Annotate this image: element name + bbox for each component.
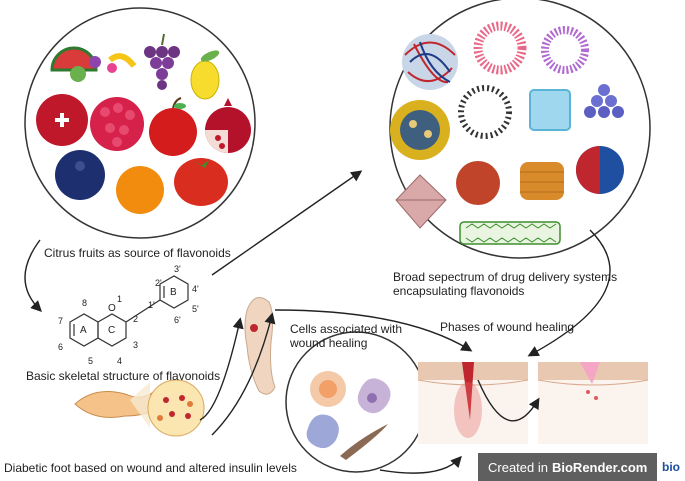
ring-label-c: C <box>108 325 116 336</box>
position-5-prime: 5' <box>192 304 199 314</box>
solid-lipid-nanoparticle-icon <box>456 161 500 205</box>
cranberry-icon <box>36 94 88 146</box>
citrus-caption: Citrus fruits as source of flavonoids <box>44 246 231 260</box>
biorender-badge[interactable]: Created in BioRender.com bio <box>478 453 685 481</box>
skin-healing-panel <box>537 362 649 444</box>
position-2: 2 <box>133 314 139 324</box>
fibroblast-icon <box>340 424 388 460</box>
flow-arrows <box>24 170 611 474</box>
position-4-prime: 4' <box>192 284 199 294</box>
position-7: 7 <box>58 316 64 326</box>
raspberry-icon <box>90 97 144 151</box>
lymphocyte-icon <box>306 414 339 449</box>
position-6-prime: 6' <box>174 315 181 325</box>
drug-delivery-circle <box>389 0 651 259</box>
ring-label-b: B <box>170 287 177 298</box>
watermelon-icon <box>50 46 137 82</box>
nanosphere-cluster-icon <box>584 84 624 118</box>
pomegranate-icon <box>205 98 251 153</box>
nanocrystal-icon <box>529 89 571 131</box>
drug-delivery-caption: Broad sepectrum of drug delivery systems… <box>393 270 618 298</box>
apple-icon <box>149 97 197 156</box>
cells-circle <box>285 331 427 473</box>
coated-nanoparticle-icon <box>576 146 624 194</box>
position-6: 6 <box>58 342 64 352</box>
polymer-nanoparticle-icon <box>402 34 458 90</box>
octahedral-crystal-icon <box>395 174 447 229</box>
micelle-core-icon <box>390 100 450 160</box>
lemon-icon <box>190 50 220 100</box>
position-8: 8 <box>82 298 88 308</box>
pancreas-icon <box>74 379 205 437</box>
micelle-icon <box>458 85 512 139</box>
niosome-icon <box>541 26 589 74</box>
diabetic-caption: Diabetic foot based on wound and altered… <box>4 461 297 475</box>
position-1-prime: 1' <box>148 300 155 310</box>
skin-wound-panel <box>417 362 529 444</box>
phases-caption: Phases of wound healing <box>440 320 575 334</box>
blueberry-icon <box>55 150 105 200</box>
position-3: 3 <box>133 340 139 350</box>
ring-label-o: O <box>108 303 116 314</box>
position-3-prime: 3' <box>174 264 181 274</box>
neutrophil-icon <box>310 371 346 407</box>
flavonoid-skeleton <box>69 275 189 347</box>
carbon-nanotube-icon <box>459 221 561 245</box>
ring-label-a: A <box>80 325 87 336</box>
grapes-icon <box>144 33 180 90</box>
position-2-prime: 2' <box>155 278 162 288</box>
skeleton-caption: Basic skeletal structure of flavonoids <box>26 369 221 383</box>
nanocage-icon <box>520 162 564 200</box>
position-5: 5 <box>88 356 94 366</box>
liposome-icon <box>473 21 527 75</box>
badge-brand: BioRender.com <box>551 459 648 475</box>
position-1: 1 <box>117 294 123 304</box>
position-4: 4 <box>117 356 123 366</box>
biorender-logo-icon: bio <box>657 453 685 481</box>
orange-icon <box>116 166 164 214</box>
tomato-icon <box>174 158 228 206</box>
macrophage-icon <box>357 378 391 414</box>
fruit-circle <box>24 7 256 239</box>
badge-prefix: Created in <box>488 459 548 475</box>
cells-caption: Cells associated with wound healing <box>290 322 403 350</box>
